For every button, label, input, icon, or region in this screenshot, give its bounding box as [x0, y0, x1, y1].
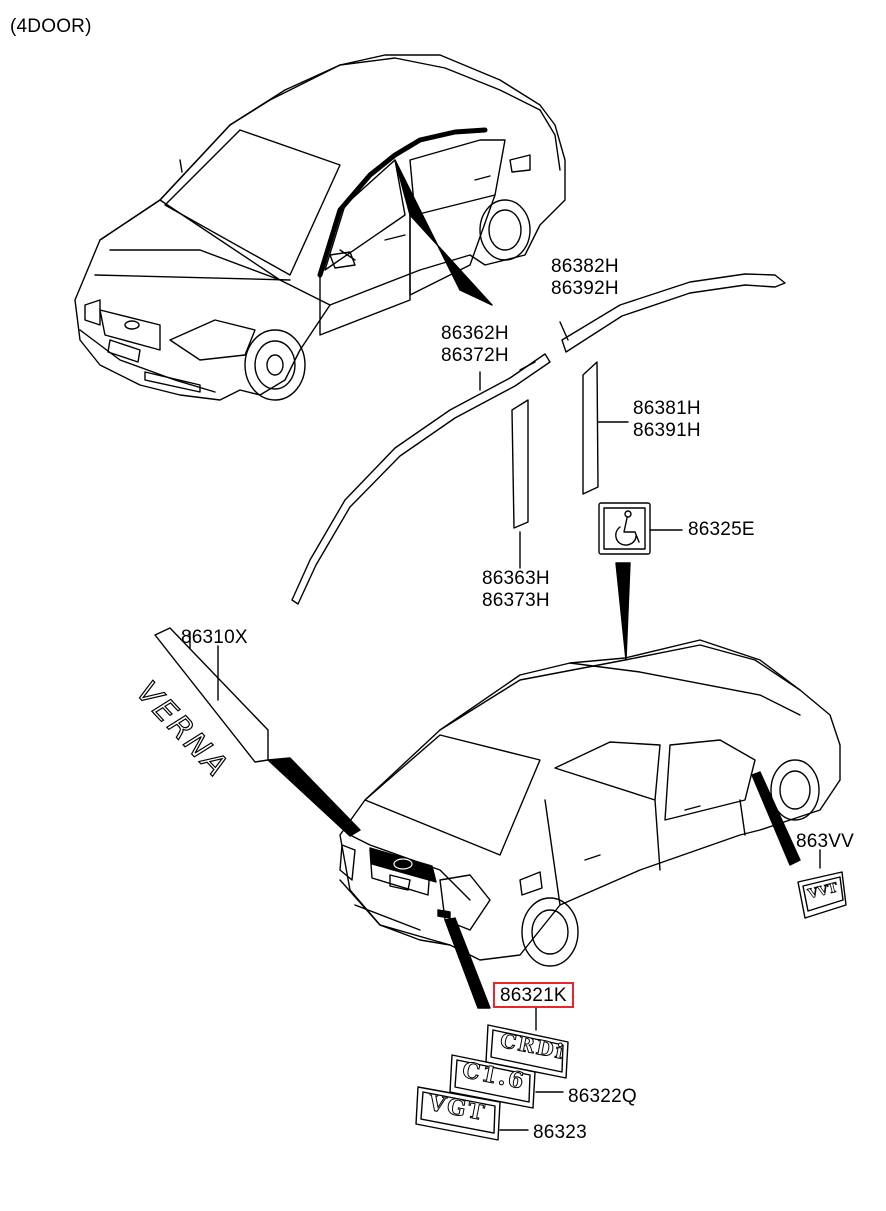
part-label-86322q: 86322Q [568, 1086, 637, 1107]
vvt-emblem [797, 871, 847, 919]
part-label-86363h: 86363H [482, 568, 550, 589]
small-emblems [217, 645, 847, 1141]
part-label-86321k-highlighted[interactable]: 86321K [493, 982, 574, 1008]
rear-roof-molding [561, 273, 786, 353]
rear-pillar-trim [582, 361, 599, 495]
front-roof-molding [291, 353, 551, 605]
vgt-emblem [415, 1086, 501, 1141]
crdi-emblem [485, 1024, 569, 1079]
variant-label: (4DOOR) [10, 16, 92, 37]
part-label-86373h: 86373H [482, 590, 550, 611]
part-label-86392h: 86392H [551, 278, 619, 299]
part-label-86310x: 86310X [181, 627, 248, 648]
part-label-86381h: 86381H [633, 398, 701, 419]
part-label-863vv: 863VV [796, 831, 855, 852]
window-moldings [291, 273, 786, 605]
part-label-86382h: 86382H [551, 256, 619, 277]
sedan-illustration [74, 54, 566, 401]
disabled-sticker [598, 502, 651, 661]
front-pillar-trim [511, 399, 529, 529]
cl6-emblem [449, 1054, 536, 1109]
part-label-86362h: 86362H [441, 323, 509, 344]
part-label-86372h: 86372H [441, 345, 509, 366]
part-label-86323: 86323 [533, 1122, 587, 1143]
part-label-86325e: 86325E [688, 519, 755, 540]
hatchback-illustration [339, 639, 841, 1009]
part-label-86391h: 86391H [633, 420, 701, 441]
verna-emblem [154, 627, 361, 837]
